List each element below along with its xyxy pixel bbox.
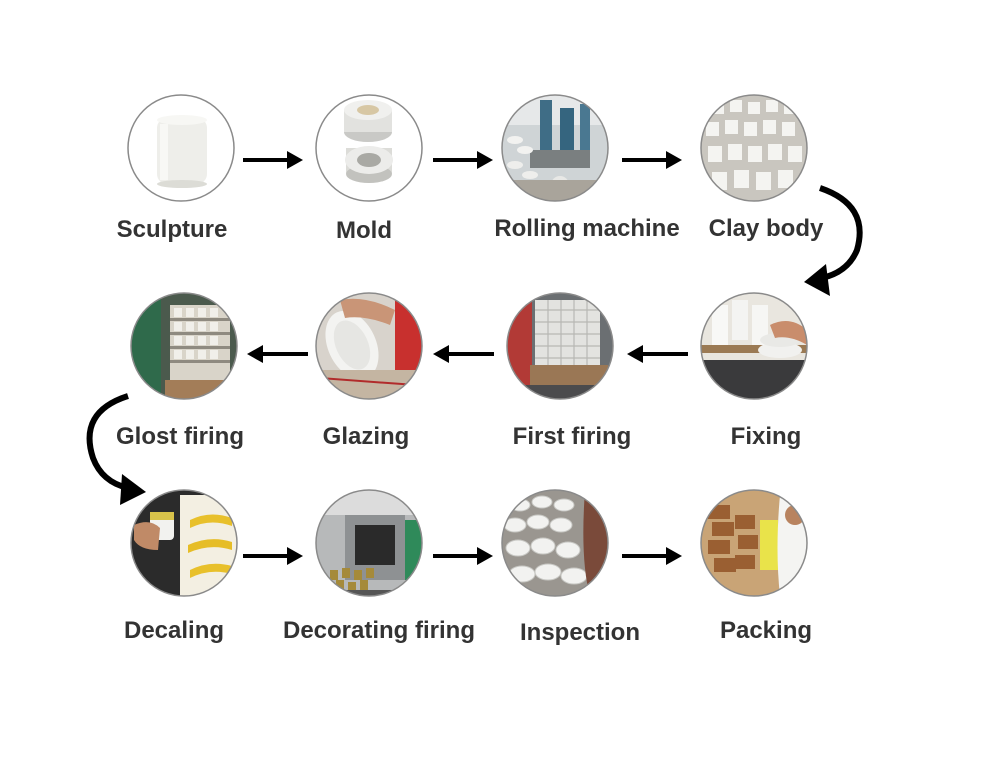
flow-arrows: [243, 151, 688, 565]
step-first-firing: First firing: [506, 292, 632, 450]
arrow-left-icon: [247, 345, 308, 363]
step-mold: Mold: [315, 94, 423, 244]
arrow-right-icon: [243, 547, 303, 565]
step-glazing: Glazing: [315, 292, 423, 450]
sculpture-photo: [128, 95, 234, 201]
step-rolling-machine: Rolling machine: [494, 94, 680, 242]
step-label-inspection: Inspection: [520, 619, 640, 646]
clay-body-photo: [701, 95, 807, 201]
arrow-right-icon: [433, 151, 493, 169]
step-label-rolling-machine: Rolling machine: [494, 215, 679, 242]
step-label-glost-firing: Glost firing: [116, 423, 244, 450]
arrow-left-icon: [433, 345, 494, 363]
inspection-photo: [502, 490, 608, 596]
step-inspection: Inspection: [501, 489, 640, 646]
step-label-sculpture: Sculpture: [117, 216, 228, 243]
step-label-fixing: Fixing: [731, 423, 802, 450]
step-label-packing: Packing: [720, 617, 812, 644]
step-label-glazing: Glazing: [323, 423, 410, 450]
step-clay-body: Clay body: [700, 94, 824, 242]
rolling-machine-photo: [502, 95, 608, 201]
step-fixing: Fixing: [700, 292, 808, 450]
step-label-decaling: Decaling: [124, 617, 224, 644]
arrow-right-icon: [433, 547, 493, 565]
step-packing: Packing: [700, 489, 812, 644]
step-label-mold: Mold: [336, 217, 392, 244]
glost-firing-photo: [131, 293, 237, 399]
packing-photo: [701, 490, 807, 596]
step-label-first-firing: First firing: [513, 423, 632, 450]
mold-photo: [316, 95, 422, 201]
arrow-right-icon: [243, 151, 303, 169]
arrow-left-icon: [627, 345, 688, 363]
step-sculpture: Sculpture: [117, 94, 235, 243]
decorating-firing-photo: [316, 490, 422, 596]
decaling-photo: [131, 490, 237, 596]
step-decaling: Decaling: [124, 489, 238, 644]
step-label-decorating-firing: Decorating firing: [283, 617, 475, 644]
step-glost-firing: Glost firing: [116, 292, 244, 450]
step-label-clay-body: Clay body: [709, 215, 824, 242]
curved-arrow-right-down-icon: [804, 185, 863, 296]
arrow-right-icon: [622, 151, 682, 169]
curved-arrow-left-down-icon: [86, 393, 146, 505]
step-decorating-firing: Decorating firing: [283, 489, 475, 644]
arrow-right-icon: [622, 547, 682, 565]
